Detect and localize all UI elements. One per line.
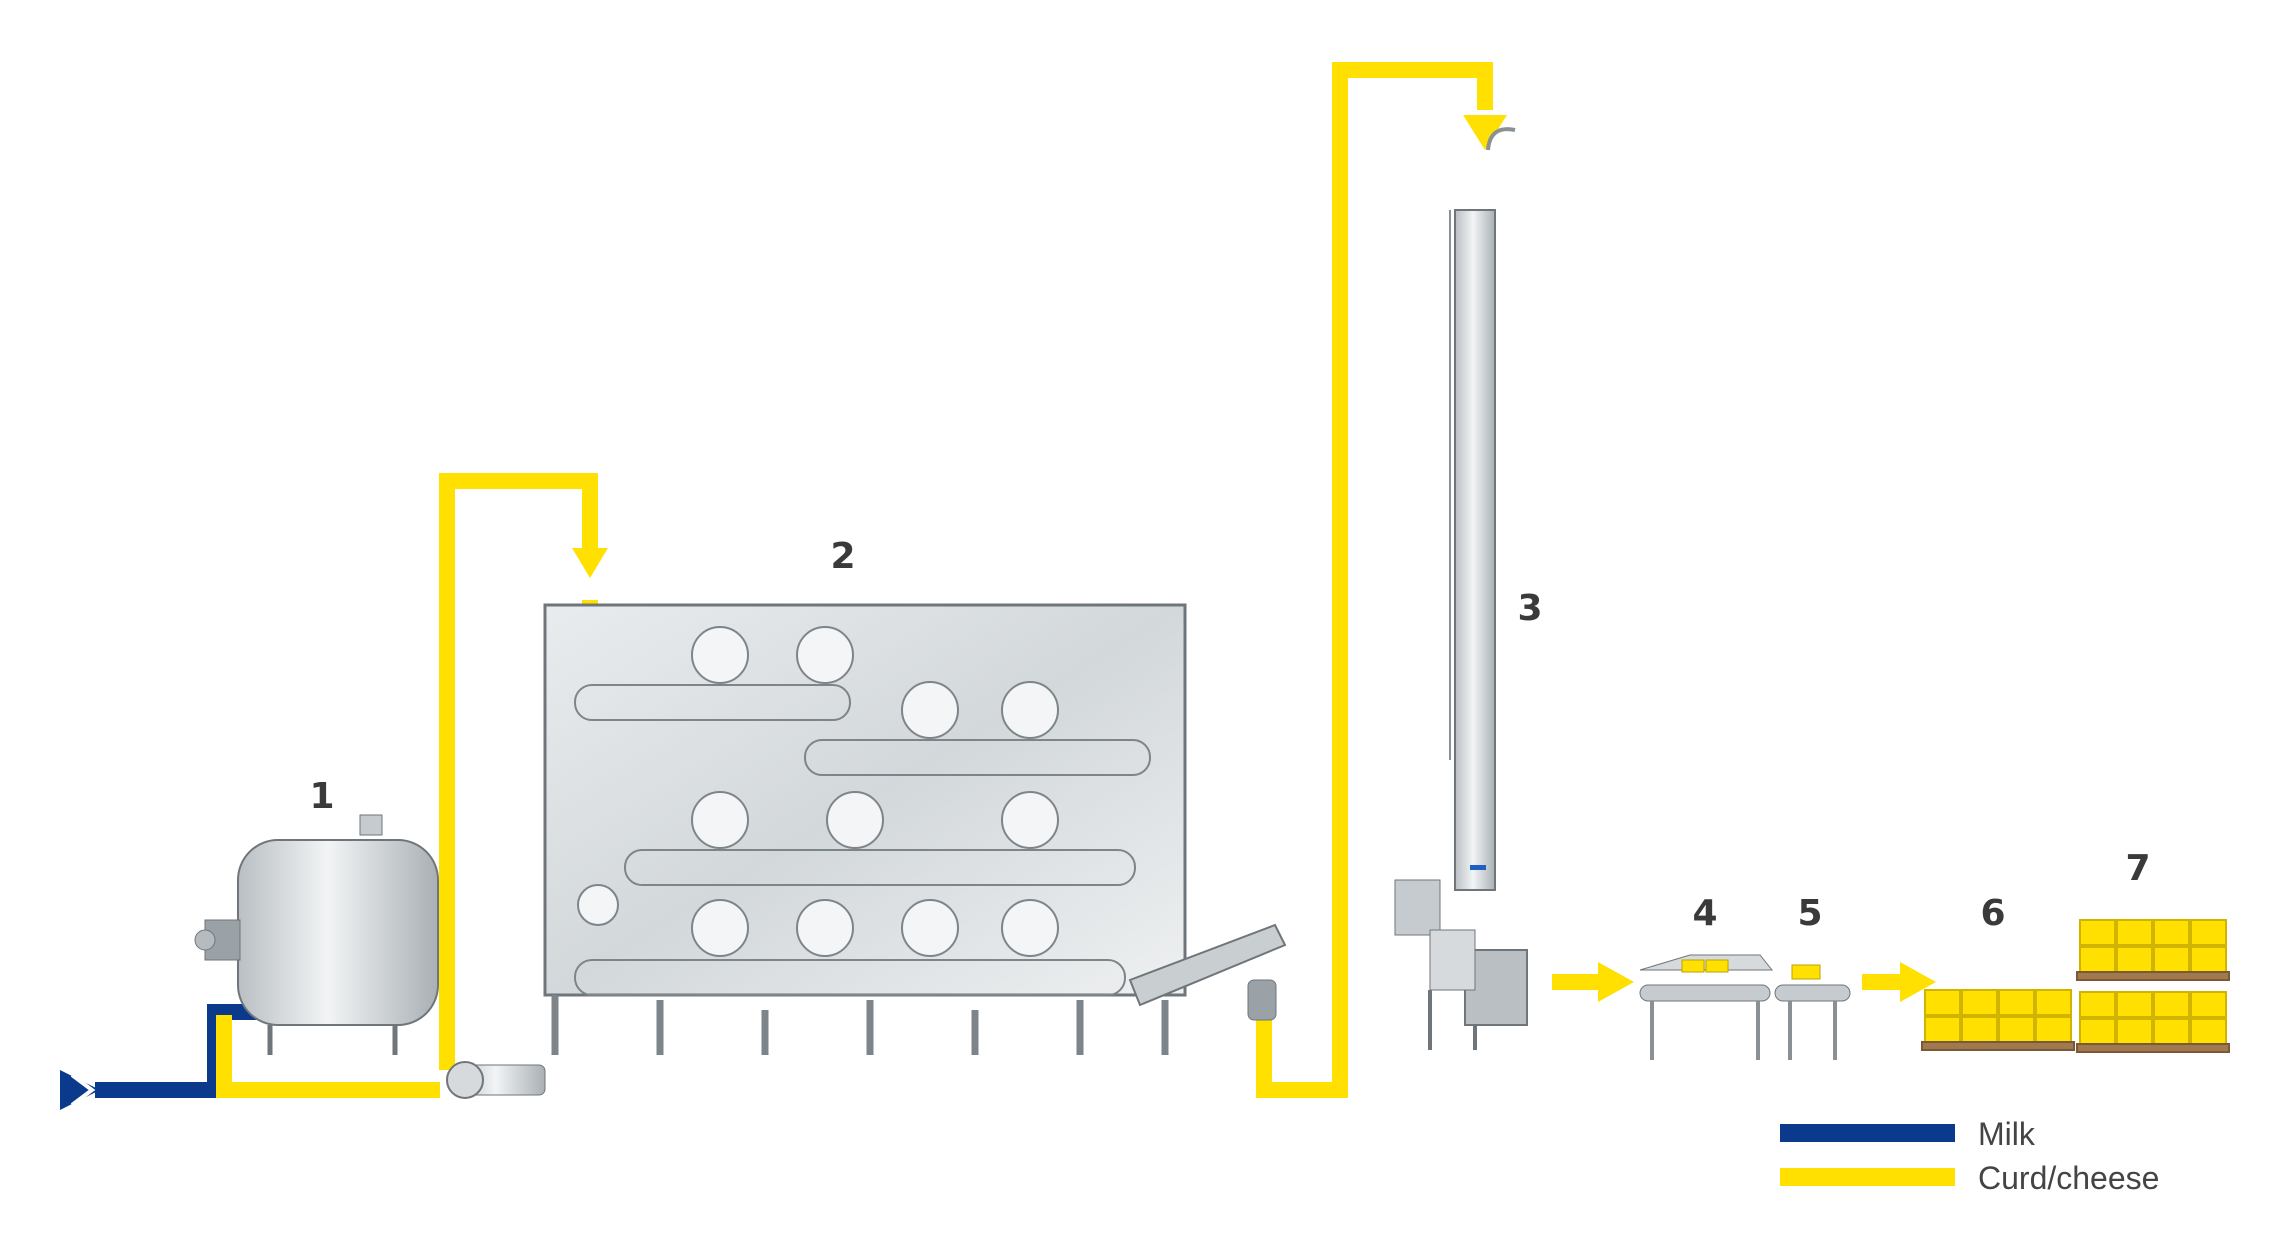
arrow-into-cheddaring-icon — [572, 548, 608, 578]
step-number-3: 3 — [1517, 588, 1542, 629]
step-number-6: 6 — [1980, 893, 2005, 934]
step-number-5: 5 — [1797, 893, 1822, 934]
legend: Milk Curd/cheese — [1780, 1116, 2159, 1196]
step-number-2: 2 — [830, 536, 855, 577]
arrow-to-bagging-icon — [1598, 962, 1634, 1002]
step-number-4: 4 — [1692, 893, 1717, 934]
cheese-vat — [194, 814, 439, 1055]
curd-arrows — [572, 115, 1936, 1002]
stacked-pallets — [2076, 919, 2230, 1053]
milk-inlet-arrow-icon — [60, 1070, 100, 1110]
sealing-conveyor — [1774, 964, 1851, 1060]
arrow-into-tower-icon — [1463, 115, 1507, 150]
cheddaring-machine — [543, 603, 1287, 1055]
curd-pump — [446, 1061, 546, 1099]
single-pallet — [1921, 989, 2075, 1051]
arrow-to-pallet-icon — [1900, 962, 1936, 1002]
legend-curd-swatch — [1780, 1168, 1955, 1186]
legend-milk-swatch — [1780, 1124, 1955, 1142]
step-number-7: 7 — [2125, 848, 2150, 889]
legend-milk-label: Milk — [1978, 1116, 2036, 1152]
legend-curd-label: Curd/cheese — [1978, 1160, 2159, 1196]
bagging-conveyor — [1639, 954, 1774, 1060]
step-number-1: 1 — [309, 776, 334, 817]
milk-flow-line — [60, 1004, 258, 1110]
block-former-tower — [1394, 127, 1528, 1050]
